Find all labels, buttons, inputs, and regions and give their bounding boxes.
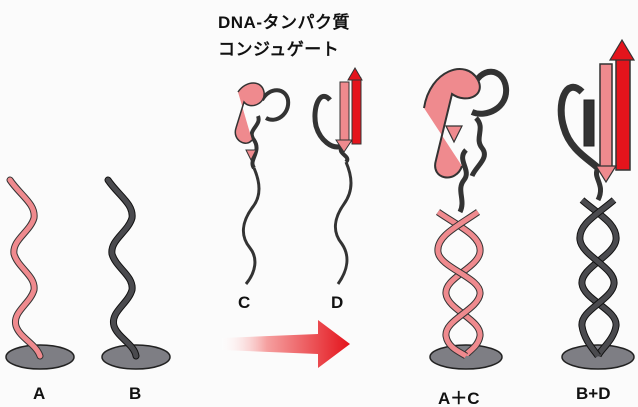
conjugate-c-helix	[235, 83, 264, 143]
conjugate-d-sheet-left	[340, 82, 349, 140]
duplex-ac-coil	[472, 118, 484, 176]
label-d: D	[331, 293, 343, 313]
duplex-ac	[424, 69, 506, 356]
duplex-bd-dark-bar	[584, 100, 594, 146]
conjugate-c-linker	[252, 116, 259, 168]
label-a: A	[33, 384, 45, 404]
conjugate-c-strand	[243, 168, 259, 284]
conjugate-d-sheet-right	[352, 78, 361, 144]
label-b: B	[129, 384, 141, 404]
label-c: C	[238, 293, 250, 313]
conjugate-d-strand	[335, 162, 351, 284]
duplex-ac-linker	[460, 150, 466, 212]
conjugate-c-loop	[262, 90, 288, 120]
disc-ac	[430, 345, 502, 369]
conjugate-d-arrow-up	[348, 68, 362, 80]
duplex-bd-arrow-up	[610, 40, 634, 60]
label-b-plus-d: B+D	[576, 384, 610, 404]
duplex-bd	[561, 40, 634, 356]
label-a-plus-c: A＋C	[438, 384, 480, 407]
disc-bd	[562, 345, 634, 369]
duplex-ac-helix	[424, 69, 480, 177]
conjugate-title-line-2: コンジュゲート	[218, 35, 339, 60]
hybridization-arrow	[222, 320, 350, 368]
duplex-ac-strand-arrow	[446, 126, 462, 142]
duplex-bd-sheet-left	[600, 64, 612, 168]
conjugate-d	[315, 68, 362, 284]
conjugate-title-line-1: DNA-タンパク質	[218, 8, 350, 33]
duplex-bd-sheet-right	[616, 58, 630, 170]
conjugate-d-loop	[315, 96, 342, 147]
conjugate-c	[235, 83, 288, 284]
